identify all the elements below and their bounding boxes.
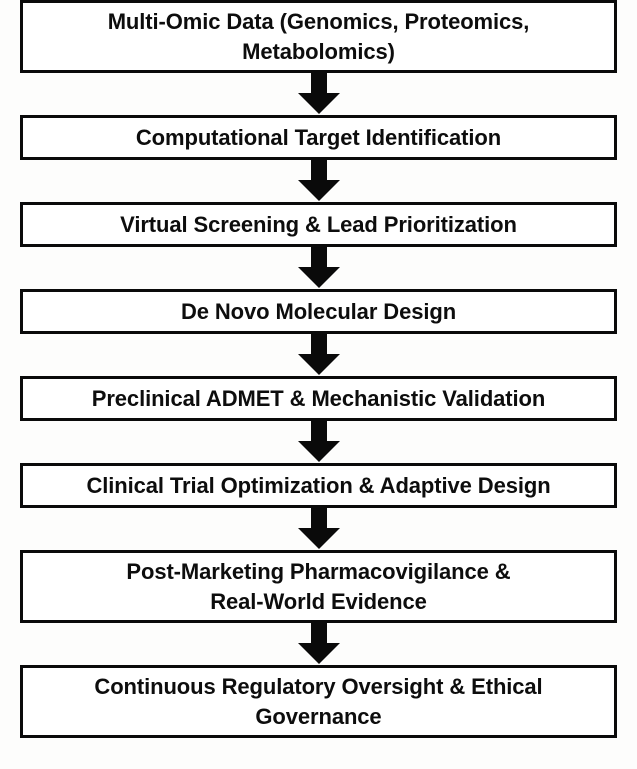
flowchart-node-2[interactable]: Computational Target Identification xyxy=(20,115,617,160)
down-arrow-icon-2 xyxy=(289,160,349,202)
down-arrow-icon-7 xyxy=(289,623,349,665)
flowchart-node-4-label: De Novo Molecular Design xyxy=(180,298,457,324)
flowchart-node-2-label: Computational Target Identification xyxy=(135,124,502,150)
flowchart-node-7[interactable]: Post-Marketing Pharmacovigilance & Real-… xyxy=(20,550,617,623)
flowchart-node-4[interactable]: De Novo Molecular Design xyxy=(20,289,617,334)
down-arrow-icon-6 xyxy=(289,508,349,550)
flowchart-node-5[interactable]: Preclinical ADMET & Mechanistic Validati… xyxy=(20,376,617,421)
flowchart-node-1-label: Multi-Omic Data (Genomics, Proteomics, M… xyxy=(107,9,530,64)
flowchart-node-3-label: Virtual Screening & Lead Prioritization xyxy=(120,211,517,237)
flowchart-node-5-label: Preclinical ADMET & Mechanistic Validati… xyxy=(91,385,546,411)
down-arrow-icon-1 xyxy=(289,73,349,115)
flowchart-node-7-label: Post-Marketing Pharmacovigilance & Real-… xyxy=(126,559,511,614)
flowchart-node-8-label: Continuous Regulatory Oversight & Ethica… xyxy=(94,674,543,729)
down-arrow-icon-4 xyxy=(289,334,349,376)
flowchart-node-3[interactable]: Virtual Screening & Lead Prioritization xyxy=(20,202,617,247)
down-arrow-icon-5 xyxy=(289,421,349,463)
flowchart-node-8[interactable]: Continuous Regulatory Oversight & Ethica… xyxy=(20,665,617,738)
flowchart-node-1[interactable]: Multi-Omic Data (Genomics, Proteomics, M… xyxy=(20,0,617,73)
flowchart-node-6-label: Clinical Trial Optimization & Adaptive D… xyxy=(86,472,551,498)
down-arrow-icon-3 xyxy=(289,247,349,289)
flowchart-node-6[interactable]: Clinical Trial Optimization & Adaptive D… xyxy=(20,463,617,508)
